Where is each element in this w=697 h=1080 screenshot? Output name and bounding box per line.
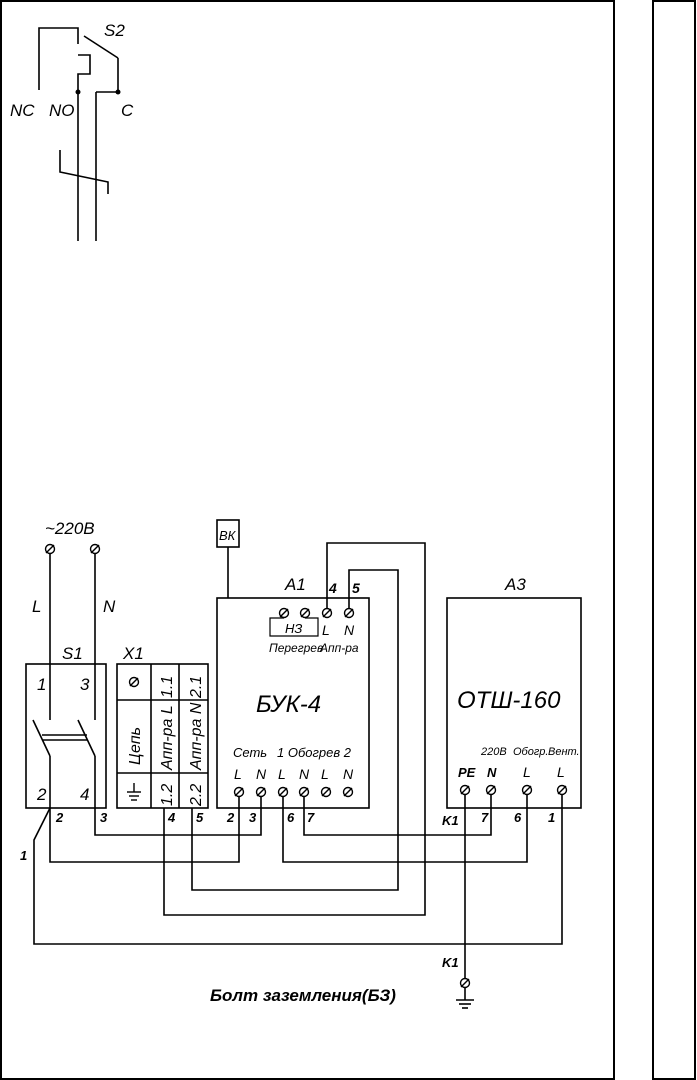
junction-dot xyxy=(75,89,81,95)
wire-label: 5 xyxy=(196,810,204,825)
a1-heat-label: 1 Обогрев 2 xyxy=(277,745,352,760)
a3-pe-label: PE xyxy=(458,765,476,780)
a1-top-num-5: 5 xyxy=(352,580,360,596)
x1-terminal-2-2: 2.2 xyxy=(188,784,205,807)
ground-bolt-terminal xyxy=(459,977,471,989)
switch-s2 xyxy=(38,27,119,241)
wire-label: 2 xyxy=(55,810,64,825)
wire-label: 1 xyxy=(20,848,27,863)
a3-vent-label: Вент. xyxy=(548,746,580,758)
a1-app-label: Апп-ра xyxy=(319,641,359,655)
wire-label: 7 xyxy=(481,810,489,825)
a1-bottom-n2: N xyxy=(299,766,310,782)
x1-circuit-label: Цепь xyxy=(127,727,144,765)
terminal-block-x1 xyxy=(116,663,209,809)
s1-terminal-4: 4 xyxy=(80,785,89,804)
s1-ref: S1 xyxy=(62,644,83,663)
a1-bottom-l3: L xyxy=(321,766,329,782)
power-label: ~220B xyxy=(45,519,95,538)
wire-label: 3 xyxy=(100,810,108,825)
a1-bottom-n1: N xyxy=(256,766,267,782)
module-a3 xyxy=(446,597,582,809)
a1-top-n: N xyxy=(344,622,355,638)
terminal-symbol xyxy=(255,786,267,798)
terminal-symbol xyxy=(321,607,333,619)
a3-n-label: N xyxy=(487,765,497,780)
s1-terminal-3: 3 xyxy=(80,675,90,694)
x1-l-label: Апп-ра L xyxy=(159,705,176,771)
x1-ref: X1 xyxy=(122,644,144,663)
a1-top-l: L xyxy=(322,622,330,638)
power-l-label: L xyxy=(32,597,41,616)
terminal-symbol xyxy=(89,543,101,555)
wire-label: 2 xyxy=(226,810,235,825)
terminal-symbol xyxy=(342,786,354,798)
a1-bottom-l2: L xyxy=(278,766,286,782)
a3-heat-label: Обогр. xyxy=(513,746,548,758)
junction-dot xyxy=(115,89,121,95)
breaker-s1 xyxy=(25,554,107,809)
wire-label: 6 xyxy=(514,810,522,825)
s2-c-label: C xyxy=(121,101,134,120)
terminal-symbol xyxy=(298,786,310,798)
terminal-symbol xyxy=(485,784,497,796)
x1-terminal-1-1: 1.1 xyxy=(159,676,176,698)
a1-bottom-l1: L xyxy=(234,766,242,782)
s2-nc-label: NC xyxy=(10,101,35,120)
wire-label: 6 xyxy=(287,810,295,825)
terminal-symbol xyxy=(44,543,56,555)
x1-terminal-1-2: 1.2 xyxy=(159,784,176,806)
a3-l-vent-label: L xyxy=(557,764,565,780)
terminal-symbol xyxy=(278,607,290,619)
a3-l-heat-label: L xyxy=(523,764,531,780)
wire-label: 4 xyxy=(167,810,176,825)
wire-label: 1 xyxy=(548,810,555,825)
x1-terminal-2-1: 2.1 xyxy=(188,676,205,699)
a1-overheat-label: Перегрев xyxy=(269,641,323,655)
a1-nz-label: НЗ xyxy=(285,621,302,636)
wire-label: 3 xyxy=(249,810,257,825)
wires xyxy=(33,542,563,1009)
s2-ref: S2 xyxy=(104,21,125,40)
terminal-symbol xyxy=(320,786,332,798)
x1-n-label: Апп-ра N xyxy=(188,702,205,771)
wire-label: K1 xyxy=(442,813,459,828)
wire-label: 7 xyxy=(307,810,315,825)
ground-symbol xyxy=(127,783,141,801)
a3-220v-label: 220В xyxy=(480,746,507,758)
terminal-symbol xyxy=(521,784,533,796)
terminal-symbol xyxy=(299,607,311,619)
terminal-symbol xyxy=(459,784,471,796)
s1-terminal-2: 2 xyxy=(36,785,47,804)
wire-label: K1 xyxy=(442,955,459,970)
terminal-symbol xyxy=(128,676,140,688)
a3-name: ОТШ-160 xyxy=(457,687,561,714)
nz-contact-box xyxy=(269,617,319,637)
a3-ref: A3 xyxy=(504,575,526,594)
a1-ref: A1 xyxy=(284,575,306,594)
a1-top-num-4: 4 xyxy=(328,580,337,596)
s2-no-label: NO xyxy=(49,101,75,120)
terminal-symbol xyxy=(343,607,355,619)
module-a1 xyxy=(216,597,370,809)
ground-bolt-label: Болт заземления(БЗ) xyxy=(210,986,396,1005)
terminal-symbol xyxy=(556,784,568,796)
a1-net-label: Сеть xyxy=(233,745,267,760)
a1-name: БУК-4 xyxy=(256,691,321,718)
terminal-symbol xyxy=(233,786,245,798)
a1-bottom-n3: N xyxy=(343,766,354,782)
power-n-label: N xyxy=(103,597,116,616)
sensor-label: ВК xyxy=(219,528,237,543)
s1-terminal-1: 1 xyxy=(37,675,46,694)
terminal-symbol xyxy=(277,786,289,798)
